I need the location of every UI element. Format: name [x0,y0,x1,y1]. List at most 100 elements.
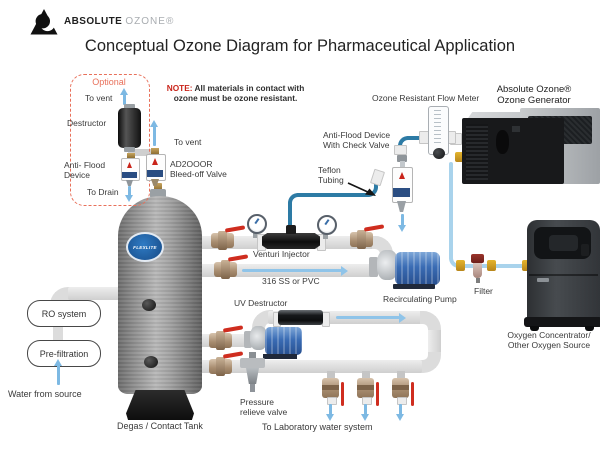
bleed-to-vent-label: To vent [174,137,202,147]
uv-pump-motor [265,327,302,355]
check-valve-collar [400,161,405,167]
venturi-tee [286,225,296,234]
to-drain-arrow [125,186,134,202]
prv-body [246,368,259,384]
concentrator-caster-right [585,326,594,331]
recirc-pump-flange [369,257,378,277]
note-text: NOTE: All materials in contact with ozon… [158,83,313,103]
brand-reg: OZONE® [125,16,175,27]
lab-valve-2-outlet [362,397,372,405]
prv-label-l2: relieve valve [240,406,288,417]
check-valve-band [393,188,410,197]
tank-port-lower [144,356,158,368]
lab-valve-2-fitting [362,371,370,379]
ozone-tube-fm-left [406,136,428,140]
lab-valve-2-band [357,385,374,390]
venturi-label: Venturi Injector [253,249,310,259]
optional-to-vent-label: To vent [85,93,113,103]
anti-flood1-cone [126,180,133,186]
filter-body [473,263,482,278]
filter-cap [471,254,484,263]
uv-pump-volute [250,326,267,350]
optional-box [70,74,150,206]
pipe-elbow-uv-down [420,311,441,332]
lab-valve-2-handle [376,382,379,406]
lab-valve-3-handle [411,382,414,406]
absolute-ozone-logo-icon [30,9,58,35]
check-valve-logo [399,172,405,179]
ozone-tube-elbow-down [398,136,408,146]
to-drain-label: To Drain [87,187,119,197]
destructor-label: Destructor [67,118,107,128]
recirc-pump-motor [395,252,440,285]
oxygen-tube-elbow [449,258,459,268]
filter-label: Filter [474,286,493,296]
prv-label: Pressure relieve valve [240,397,288,418]
prefiltration-label: Pre-filtration [39,348,89,359]
check-valve-top-fitting [397,155,407,162]
generator-label: Absolute Ozone® Ozone Generator [478,84,590,107]
lab-valve-1-band [322,385,339,390]
ball-valve-return-handle [363,224,385,232]
flow-arrow-suction [242,265,348,276]
destructor-device [118,108,141,148]
flow-arrow-uv [336,312,406,323]
bleed-valve-cone [151,179,159,186]
check-valve-body [392,167,413,203]
water-source-label: Water from source [8,389,82,399]
pipe-ro-prefilter-link [53,325,63,340]
brand-bold: ABSOLUTE [64,16,123,27]
bleed-valve-band [147,170,163,177]
ro-system-box: RO system [27,300,101,327]
bleed-valve-label-l1: AD2OOOR [170,159,213,169]
generator-oxygen-inlet-fitting [455,152,465,162]
uv-pump-flange [244,331,252,348]
prv-label-l1: Pressure [240,397,275,407]
gauge2-stem [323,231,328,239]
lab-valve-3-arrow [396,404,405,421]
generator-label-l1: Absolute Ozone® [496,84,572,95]
tank-port-upper [142,299,156,311]
concentrator-caster-left [530,326,539,331]
note-prefix: NOTE: [166,83,193,93]
check-valve-label: Anti-Flood Device With Check Valve [323,130,390,151]
lab-valve-3-fitting [397,371,405,379]
generator-port-oval [496,130,509,154]
flow-meter-scale [434,110,441,146]
ball-valve-lower-feed-handle [222,325,244,333]
gauge1-stem [253,230,258,238]
lab-system-label: To Laboratory water system [262,422,373,432]
lab-valve-1-handle [341,382,344,406]
oxygen-fitting-3 [522,260,531,271]
pipe-material-label: 316 SS or PVC [262,276,320,286]
ro-system-label: RO system [41,308,87,319]
oxygen-tube-vertical [449,162,453,260]
check-valve-label-l2: With Check Valve [323,139,390,150]
concentrator-label-l2: Other Oxygen Source [507,339,591,350]
generator-label-l2: Ozone Generator [497,94,571,106]
ozone-union-fitting-1 [394,145,407,155]
ball-valve-return [350,230,373,249]
ball-valve-lower-feed [209,331,232,350]
bleed-valve-logo [152,158,158,165]
teflon-label-l2: Tubing [318,174,344,185]
recirc-pump-label: Recirculating Pump [383,294,457,304]
destructor-cap-top [124,104,135,109]
anti-flood1-label: Anti- Flood Device [64,160,105,181]
tank-base-skirt [126,390,194,420]
venturi-injector [262,233,320,249]
tank-label: Degas / Contact Tank [117,421,203,431]
anti-flood1-label-l2: Device [64,169,90,180]
lab-valve-1-arrow [326,404,335,421]
check-valve-drain-arrow [398,214,407,232]
recirc-pump-base [393,284,435,289]
tank-top-collar [150,189,166,198]
concentrator-label: Oxygen Concentrator/ Other Oxygen Source [494,330,600,351]
bleed-valve-top [151,148,159,154]
degas-contact-tank [118,196,202,394]
concentrator-label-l1: Oxygen Concentrator/ [507,330,591,340]
ball-valve-suction [214,260,237,279]
teflon-drop-venturi [288,201,292,227]
pipe-right-drop [428,330,441,354]
note-line1: All materials in contact with [194,83,305,93]
